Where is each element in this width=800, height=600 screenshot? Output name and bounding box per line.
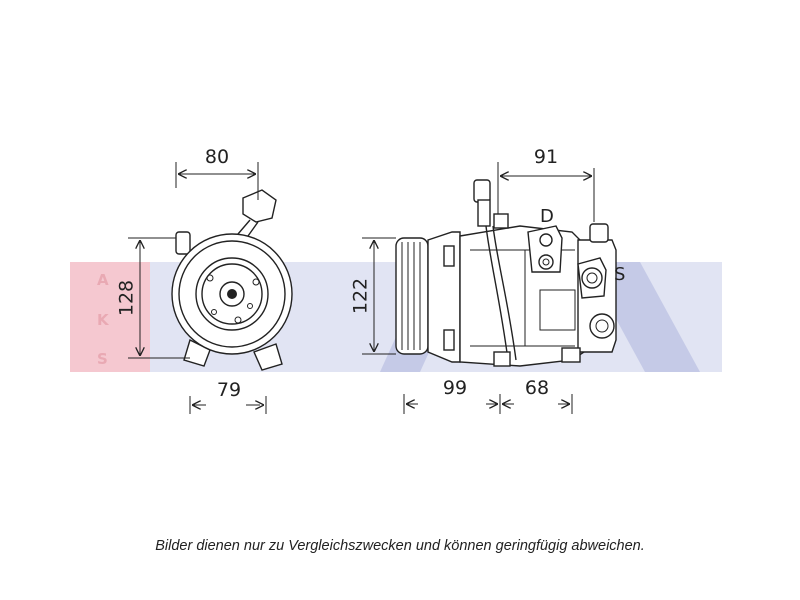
discharge-label: D bbox=[540, 206, 554, 227]
suction-label: S bbox=[614, 264, 625, 285]
watermark-letter-a: A bbox=[97, 271, 109, 289]
front-mount-lug bbox=[175, 231, 191, 255]
dim-68-label: 68 bbox=[525, 377, 549, 399]
side-main-body bbox=[459, 225, 585, 367]
dim-91-label: 91 bbox=[534, 146, 558, 168]
dim-79-label: 79 bbox=[217, 379, 241, 401]
disclaimer-caption: Bilder dienen nur zu Vergleichszwecken u… bbox=[155, 538, 645, 554]
watermark-letter-s: S bbox=[97, 350, 108, 368]
dim-99-label: 99 bbox=[443, 377, 467, 399]
front-clutch-hub bbox=[219, 281, 245, 307]
front-connector bbox=[242, 189, 277, 223]
side-wire bbox=[485, 225, 509, 361]
dim-80-label: 80 bbox=[205, 146, 229, 168]
front-view: 80 128 79 bbox=[116, 146, 293, 414]
side-view: D S 91 122 99 68 bbox=[350, 146, 625, 414]
dim-128-label: 128 bbox=[116, 280, 138, 316]
dim-122-label: 122 bbox=[350, 278, 372, 314]
side-control-valve bbox=[589, 313, 615, 339]
suction-port: S bbox=[577, 257, 625, 299]
watermark-letter-k: K bbox=[97, 311, 110, 329]
side-connector bbox=[473, 179, 491, 203]
watermark-pink-block bbox=[70, 262, 150, 372]
side-pulley bbox=[395, 237, 429, 355]
discharge-port: D bbox=[527, 206, 563, 273]
